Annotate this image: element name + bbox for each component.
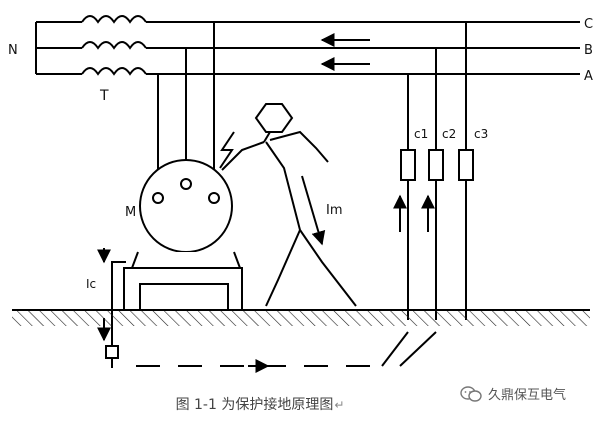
fault-spark xyxy=(219,131,235,169)
person-head xyxy=(254,103,294,133)
winding-b xyxy=(81,41,147,50)
capacitive-current-arrows xyxy=(393,194,435,232)
motor-label: M xyxy=(125,205,136,220)
neutral-label: N xyxy=(8,43,18,58)
ground-return-path xyxy=(136,331,437,373)
distributed-capacitance xyxy=(400,22,474,320)
ground-current-label: Ic xyxy=(86,277,96,291)
human-current-arrow xyxy=(301,175,326,246)
capacitor-c1 xyxy=(400,149,416,181)
watermark-text: 久鼎保互电气 xyxy=(488,388,567,403)
figure-caption-text: 图 1-1 为保护接地原理图 xyxy=(175,397,334,413)
human-current-label: Im xyxy=(326,203,343,218)
person-arm-front xyxy=(221,141,265,171)
capacitor-c3 xyxy=(458,149,474,181)
person-leg-left xyxy=(265,229,301,307)
person xyxy=(221,103,357,307)
person-leg-right xyxy=(299,229,357,307)
figure-caption: 图 1-1 为保护接地原理图↵ xyxy=(0,394,520,414)
phase-label-b: B xyxy=(584,43,593,58)
pilcrow-icon: ↵ xyxy=(334,398,345,412)
phase-label-c: C xyxy=(584,17,593,32)
capacitor-label-c1: c1 xyxy=(414,127,428,141)
motor-base xyxy=(130,251,242,269)
phase-lines xyxy=(146,21,580,75)
person-neck xyxy=(263,131,271,143)
transformer-windings xyxy=(81,15,147,76)
motor xyxy=(123,159,243,311)
capacitor-c2 xyxy=(428,149,444,181)
winding-c xyxy=(81,15,147,24)
capacitor-label-c2: c2 xyxy=(442,127,456,141)
motor-terminal-2 xyxy=(180,178,192,190)
watermark: 久鼎保互电气 xyxy=(460,384,566,403)
capacitor-label-c3: c3 xyxy=(474,127,488,141)
ground-electrode xyxy=(105,345,119,359)
wechat-icon xyxy=(460,385,482,402)
line-current-arrows xyxy=(320,33,370,71)
earth xyxy=(12,309,590,326)
phase-label-a: A xyxy=(584,69,593,84)
motor-terminal-1 xyxy=(152,192,164,204)
motor-body xyxy=(139,159,233,253)
motor-foundation-inner xyxy=(139,283,229,311)
winding-a xyxy=(81,67,147,76)
person-torso xyxy=(265,141,301,231)
motor-terminal-3 xyxy=(208,192,220,204)
neutral-point xyxy=(35,21,82,75)
person-arm-back xyxy=(269,130,329,163)
transformer-label: T xyxy=(99,88,109,104)
